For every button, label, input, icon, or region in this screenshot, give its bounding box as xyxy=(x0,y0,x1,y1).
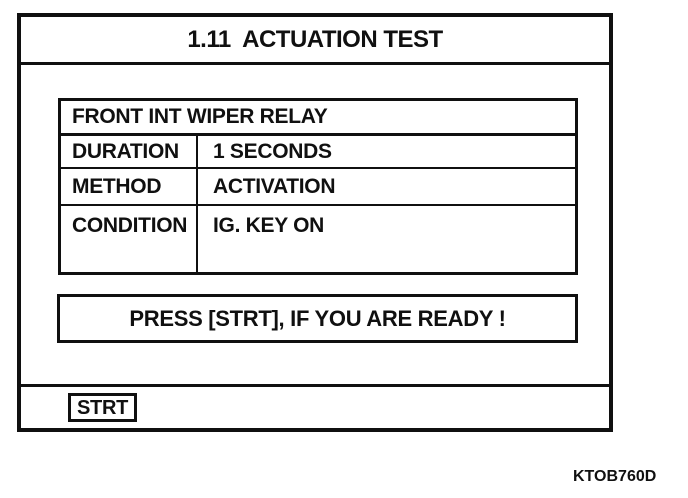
scanner-screen-frame: 1.11 ACTUATION TEST FRONT INT WIPER RELA… xyxy=(17,13,613,432)
row-value: 1 SECONDS xyxy=(213,139,332,163)
figure-code: KTOB760D xyxy=(573,468,657,485)
strt-button-label: STRT xyxy=(76,396,129,419)
table-header-row: FRONT INT WIPER RELAY xyxy=(61,101,575,136)
row-value: ACTIVATION xyxy=(213,174,336,198)
table-row: METHOD ACTIVATION xyxy=(61,169,575,206)
message-box: PRESS [STRT], IF YOU ARE READY ! xyxy=(57,294,578,343)
row-label: CONDITION xyxy=(61,206,198,272)
strt-button[interactable]: STRT xyxy=(68,393,137,422)
table-row: CONDITION IG. KEY ON xyxy=(61,206,575,272)
row-value: IG. KEY ON xyxy=(213,214,324,237)
ready-message: PRESS [STRT], IF YOU ARE READY ! xyxy=(129,305,506,331)
row-label: DURATION xyxy=(61,136,198,167)
row-label: METHOD xyxy=(61,169,198,204)
function-key-divider xyxy=(21,384,609,387)
actuation-test-table: FRONT INT WIPER RELAY DURATION 1 SECONDS… xyxy=(58,98,578,275)
test-item-name: FRONT INT WIPER RELAY xyxy=(72,105,328,128)
screen-title-bar: 1.11 ACTUATION TEST xyxy=(21,17,609,65)
table-row: DURATION 1 SECONDS xyxy=(61,136,575,169)
screen-title: 1.11 ACTUATION TEST xyxy=(187,25,443,53)
